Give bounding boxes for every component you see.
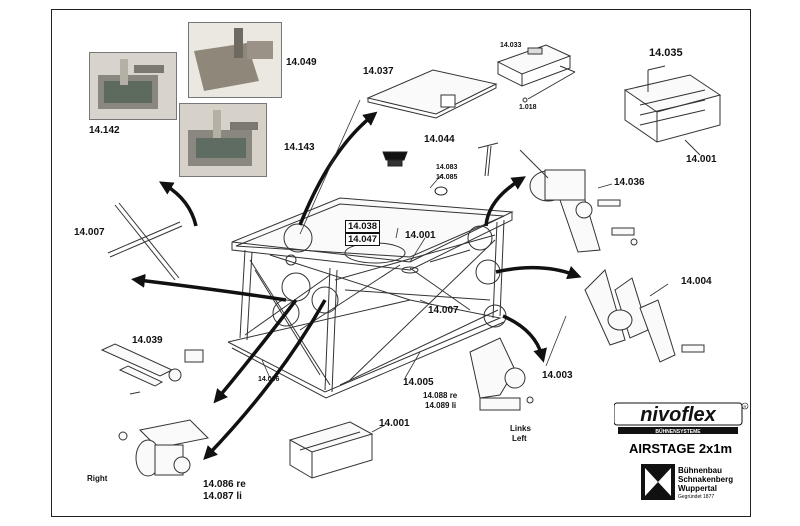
rail-14035 [623,65,722,156]
plug-and-oring [382,151,448,196]
maker-logo [641,464,675,505]
cross-brace-14007 [107,202,183,281]
label-14036: 14.036 [614,177,645,188]
label-links: Links [510,424,531,433]
label-14044: 14.044 [424,134,455,145]
label-14039: 14.039 [132,335,163,346]
label-14089: 14.089 li [425,401,457,410]
photo-14049 [188,22,282,98]
label-14001-mid: 14.001 [405,230,436,241]
label-14142: 14.142 [89,125,120,136]
maker-block: Bühnenbau Schnakenberg Wuppertal Gegründ… [678,466,733,502]
label-14001-bottom: 14.001 [379,418,410,429]
hinge-14036 [519,149,638,253]
label-14047: 14.047 [345,233,381,246]
svg-text:R: R [744,404,747,409]
photo-14142 [89,52,177,120]
maker-line3: Wuppertal [678,484,717,493]
label-1018: 1.018 [519,104,537,111]
foot-14088 [469,337,534,411]
t-handle-14044 [477,142,499,177]
logo-text: nivoflex [640,404,716,426]
photo-14143 [179,103,267,177]
leader-lines [261,99,669,433]
bracket-14039 [100,343,204,395]
joint-14004 [584,269,705,363]
label-14088: 14.088 re [423,391,458,400]
product-title: AIRSTAGE 2x1m [629,441,733,456]
label-14007-mid: 14.007 [428,305,459,316]
label-14049: 14.049 [286,57,317,68]
logo-subtext: BÜHNENSYSTEME [655,428,701,435]
label-14085: 14.085 [436,174,458,181]
label-14038: 14.038 [345,220,381,233]
label-14001-top: 14.001 [686,154,717,165]
maker-since: Gegründet 1877 [678,494,715,500]
nivoflex-logo: nivoflex BÜHNENSYSTEME R [613,401,749,440]
keybox-14033 [496,44,576,103]
label-14004: 14.004 [681,276,712,287]
foot-14086 [118,419,210,477]
label-14083: 14.083 [436,164,458,171]
callout-arrows [131,111,582,461]
label-14033: 14.033 [500,42,522,49]
label-14005: 14.005 [403,377,434,388]
label-14086: 14.086 re [203,479,246,490]
label-14037: 14.037 [363,66,394,77]
label-left: Left [512,434,527,443]
label-14087: 14.087 li [203,491,242,502]
panel-14037 [366,69,498,119]
maker-line2: Schnakenberg [678,475,734,484]
label-14003: 14.003 [542,370,573,381]
label-14143: 14.143 [284,142,315,153]
label-14006: 14.006 [258,376,280,383]
label-right: Right [87,474,108,483]
label-14007-left: 14.007 [74,227,105,238]
maker-line1: Bühnenbau [678,466,722,475]
rail-14001-bottom [288,421,374,479]
label-14035: 14.035 [649,47,683,59]
